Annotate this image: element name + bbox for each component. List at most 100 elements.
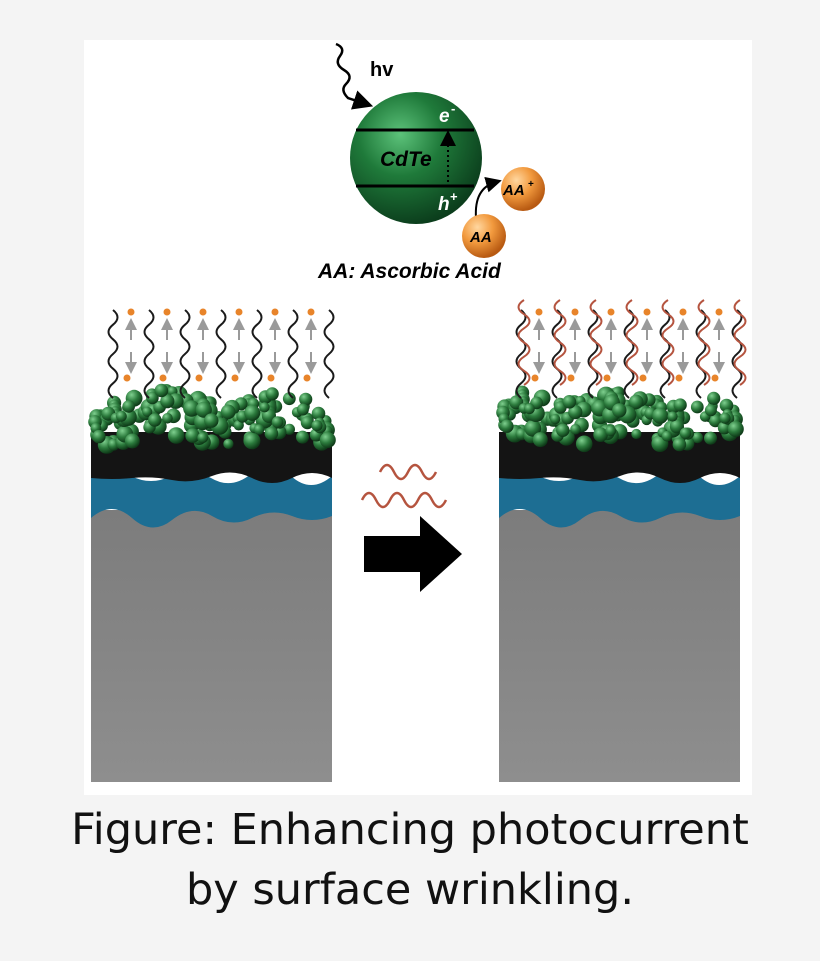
substrate-right [499,510,740,782]
cdte-bead [570,424,581,435]
dna-probe-strand [551,309,563,399]
donor-dot [231,374,239,382]
dna-probe-strand [587,309,599,399]
dna-probes-right [515,299,747,399]
cdte-bead [311,406,326,421]
donor-dot [303,374,311,382]
substrate-left [91,510,332,782]
cdte-bead [524,403,535,415]
donor-dot [127,308,135,316]
target-dna-icon-1 [378,463,438,481]
cdte-bead [500,419,514,433]
dna-probe-strand [731,309,743,399]
cdte-bead [719,412,731,424]
dna-probe-strand [623,309,635,399]
cdte-bead [727,421,744,437]
caption-line-2: by surface wrinkling. [185,865,635,915]
donor-dot [267,374,275,382]
hole-sup: + [450,189,458,204]
donor-dot [307,308,315,316]
electron-sup: - [451,101,455,116]
cdte-bead [146,391,159,405]
cdte-bead [532,432,548,448]
cdte-bead [204,413,219,428]
cdte-bead [691,432,704,444]
cdte-bead [154,383,169,398]
donor-dot [679,308,687,316]
donor-dot [711,374,719,382]
dna-target-strand [625,299,639,386]
cdte-label: CdTe [380,148,432,171]
cdte-bead [667,411,678,422]
cdte-bead [550,414,561,425]
cdte-bead [704,431,717,445]
cdte-bead [593,427,608,443]
electrode-before [88,308,336,782]
cdte-bead [631,428,642,440]
cdte-bead [612,403,627,418]
caption-line-1: Figure: Enhancing photocurrent [71,805,749,855]
dna-probe-strand [143,309,155,399]
cdte-bead [524,419,542,437]
cdte-bead [197,432,209,444]
cdte-bead [142,406,153,417]
donor-dot [235,308,243,316]
cdte-bead [605,425,617,437]
cdte-particle [350,92,482,224]
cdte-bead [122,400,135,413]
cdte-bead [195,401,212,418]
cdte-bead [319,432,336,448]
cdte-bead [116,410,127,422]
cdte-bead [708,414,723,428]
dna-target-strand [697,299,711,386]
cdte-bead [311,420,323,432]
cdte-bead [672,437,687,452]
donor-dot [535,308,543,316]
cdte-bead [264,426,279,441]
donor-dot [163,308,171,316]
cdte-bead [167,427,185,444]
electron-label: e [439,106,450,127]
donor-dot [123,374,131,382]
dna-target-strand [589,299,603,386]
aa-oxidized-label: AA [502,182,525,199]
cdte-bead [296,430,309,444]
donor-dot [715,308,723,316]
cdte-bead [223,438,234,449]
cdte-bead [299,392,313,406]
donor-dot [607,308,615,316]
dna-probe-strand [287,309,299,399]
donor-dot [531,374,539,382]
cdte-bead-layer-right [496,385,744,453]
cdte-bead [679,427,692,440]
cdte-bead [271,416,284,428]
donor-dot [199,308,207,316]
donor-dot [159,374,167,382]
photoexcitation-schematic: hv CdTe e - h + AA + AA AA: Ascorbic Aci… [317,42,545,283]
dna-probe-strand [251,309,263,399]
cdte-bead [253,424,265,435]
cdte-bead [244,404,261,421]
cdte-bead [661,430,673,442]
donor-dot [567,374,575,382]
cdte-bead [183,400,200,417]
cdte-bead [562,395,577,409]
cdte-bead [707,391,721,405]
cdte-bead [652,407,669,424]
cdte-bead [220,404,236,420]
dna-probes-left [107,308,335,399]
dna-probe-strand [179,309,191,399]
donor-dot [195,374,203,382]
dna-probe-strand [515,309,527,399]
cdte-bead [92,429,106,444]
legend-text: AA: Ascorbic Acid [317,260,502,283]
donor-dot [639,374,647,382]
cdte-bead [628,394,644,410]
aa-label: AA [469,229,492,246]
dna-probe-strand [107,309,119,399]
cdte-bead [296,403,309,416]
aa-oxidized-sup: + [528,179,534,190]
cdte-bead [704,404,717,417]
donor-dot [571,308,579,316]
cdte-bead [148,413,162,427]
